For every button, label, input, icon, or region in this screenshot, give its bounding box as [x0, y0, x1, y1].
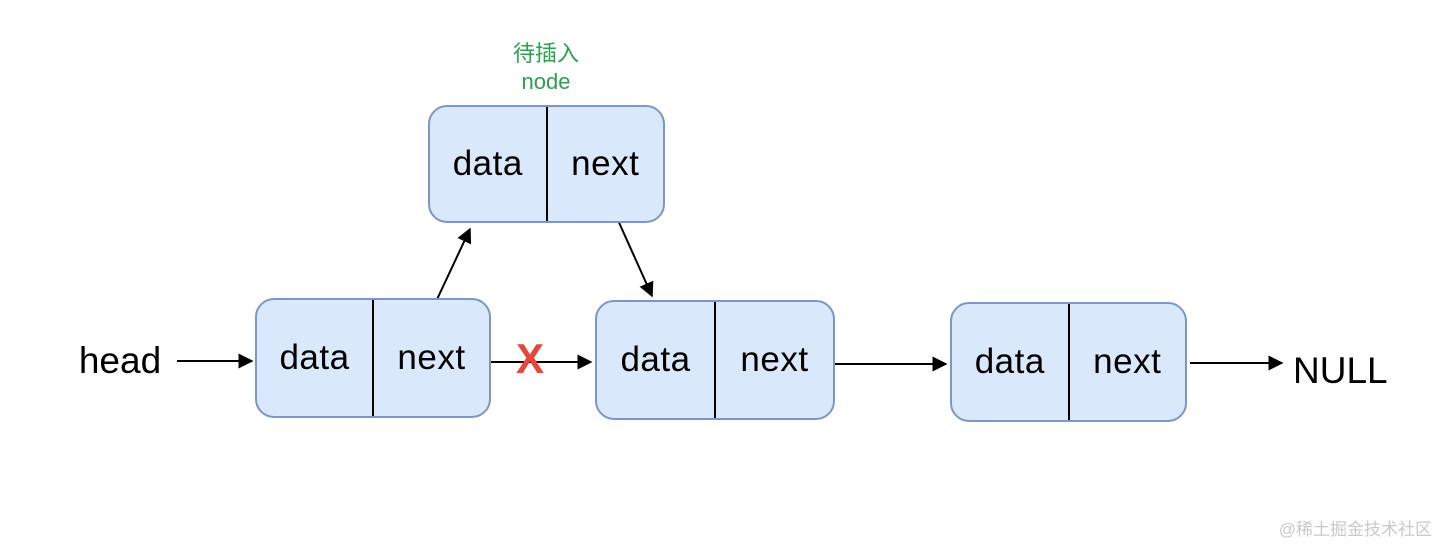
data-cell: data — [452, 144, 523, 183]
cell-divider — [372, 300, 374, 416]
null-label: NULL — [1293, 350, 1388, 391]
cell-divider — [1067, 304, 1070, 420]
broken-link-cross-icon: X — [515, 335, 544, 382]
next-cell: next — [740, 340, 809, 379]
next-cell: next — [1093, 342, 1162, 381]
pending-insert-node: data next — [428, 105, 665, 223]
list-node-1: data next — [255, 298, 491, 418]
cell-divider — [714, 302, 716, 418]
annotation-line2: node — [521, 69, 571, 94]
data-cell: data — [620, 340, 691, 379]
head-label: head — [78, 340, 162, 381]
data-cell: data — [974, 342, 1045, 381]
next-cell: next — [397, 338, 466, 377]
watermark: @稀土掘金技术社区 — [1278, 520, 1432, 539]
annotation-line1: 待插入 — [512, 41, 579, 66]
data-cell: data — [279, 338, 350, 377]
next-cell: next — [571, 144, 640, 183]
list-node-3: data next — [950, 302, 1187, 422]
cell-divider — [545, 107, 548, 221]
pending-insert-annotation: 待插入 node — [486, 40, 606, 96]
list-node-2: data next — [595, 300, 835, 420]
